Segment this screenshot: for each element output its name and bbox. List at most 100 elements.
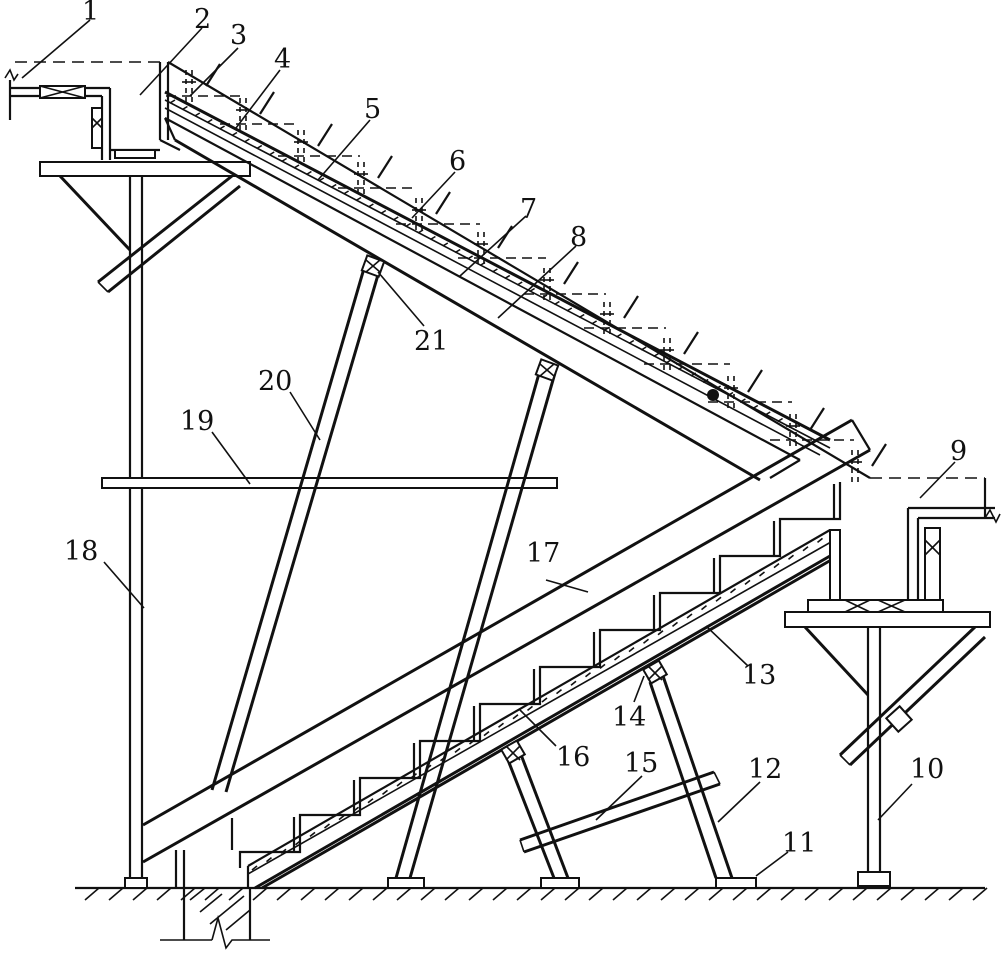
drawing-line (338, 814, 345, 821)
drawing-line (355, 196, 362, 202)
drawing-line (454, 248, 461, 254)
drawing-line (653, 352, 660, 358)
drawing-line (683, 331, 699, 355)
drawing-line (715, 596, 722, 602)
drawing-line (468, 887, 484, 901)
drawing-line (108, 887, 124, 901)
label-11: 11 (782, 828, 816, 859)
lower-landing (784, 477, 1001, 887)
drawing-line (435, 191, 451, 215)
drawing-line (467, 255, 474, 260)
leader-lines (21, 19, 956, 877)
label-19: 19 (180, 406, 214, 437)
drawing-line (276, 887, 292, 901)
label-10: 10 (910, 754, 944, 785)
drawing-line (169, 99, 176, 104)
drawing-line (324, 823, 330, 829)
step-formwork (174, 482, 842, 888)
label-4: 4 (274, 44, 291, 75)
drawing-line (280, 848, 287, 854)
drawing-line (380, 209, 387, 215)
drawing-line (660, 887, 676, 901)
drawing-line (777, 417, 784, 423)
drawing-line (392, 216, 399, 221)
left-support-column (39, 161, 251, 889)
drawing-line (181, 105, 188, 111)
upper-stringer-formwork (163, 90, 831, 482)
drawing-line (732, 887, 748, 901)
drawing-line (330, 183, 337, 189)
drawing-line (871, 443, 887, 467)
ground (75, 886, 988, 901)
drawing-line (84, 887, 100, 901)
drawing-line (377, 155, 393, 179)
label-3: 3 (230, 20, 247, 51)
drawing-line (756, 887, 772, 901)
drawing-line (491, 268, 498, 273)
label-21: 21 (414, 326, 448, 357)
drawing-line (204, 887, 220, 901)
drawing-line (382, 789, 388, 796)
drawing-line (348, 887, 364, 901)
upper-landing-slab (4, 61, 160, 160)
drawing-line (730, 588, 736, 594)
drawing-line (623, 295, 639, 319)
drawing-line (773, 562, 780, 569)
drawing-line (588, 887, 604, 901)
drawing-line (353, 806, 359, 812)
drawing-line (411, 772, 417, 779)
drawing-line (599, 663, 606, 670)
drawing-line (300, 887, 316, 901)
drawing-line (578, 313, 585, 319)
lower-props (499, 659, 757, 889)
drawing-line (442, 242, 449, 247)
drawing-line (318, 177, 325, 182)
drawing-line (256, 144, 263, 150)
drawing-line (924, 887, 940, 901)
drawing-line (266, 856, 272, 863)
label-7: 7 (520, 194, 537, 225)
drawing-line (747, 369, 763, 393)
drawing-line (636, 887, 652, 901)
drawing-line (615, 333, 622, 338)
drawing-line (498, 722, 504, 728)
drawing-line (564, 887, 580, 901)
drawing-line (764, 411, 771, 416)
drawing-line (206, 118, 213, 124)
drawing-line (281, 157, 288, 163)
drawing-line (219, 125, 226, 130)
point-marker (707, 389, 719, 401)
inclined-support-beam (142, 418, 871, 864)
drawing-line (876, 887, 892, 901)
drawing-line (540, 887, 556, 901)
drawing-line (252, 887, 268, 901)
drawing-line (417, 229, 424, 234)
drawing-line (804, 887, 820, 901)
drawing-line (563, 261, 579, 285)
label-2: 2 (194, 4, 211, 35)
drawing-line (305, 170, 312, 176)
drawing-line (527, 705, 533, 712)
drawing-line (809, 407, 825, 431)
label-9: 9 (950, 436, 967, 467)
stair-foundation (160, 887, 270, 950)
drawing-line (672, 621, 678, 628)
drawing-line (628, 339, 635, 345)
drawing-line (686, 613, 693, 619)
drawing-line (405, 222, 412, 228)
drawing-line (516, 281, 523, 286)
drawing-line (483, 730, 490, 737)
drawing-line (852, 887, 868, 901)
drawing-line (614, 655, 620, 661)
label-13: 13 (742, 660, 776, 691)
drawing-line (420, 887, 436, 901)
drawing-line (972, 887, 988, 901)
drawing-line (268, 151, 275, 156)
drawing-line (132, 887, 148, 901)
drawing-line (194, 112, 201, 117)
drawing-line (628, 646, 635, 653)
drawing-line (657, 630, 664, 636)
label-20: 20 (258, 366, 292, 397)
